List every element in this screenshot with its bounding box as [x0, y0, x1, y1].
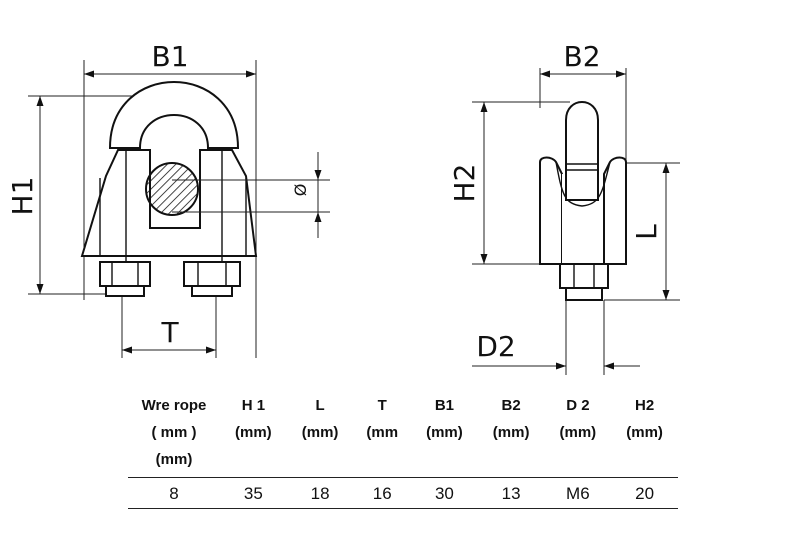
side-u-bolt [565, 101, 599, 201]
col-b1: B1 (mm) [411, 392, 478, 478]
col-l: L (mm) [286, 392, 354, 478]
right-bolt-end [191, 285, 233, 297]
h1-label: H1 [6, 177, 39, 216]
side-bolt-end [565, 287, 603, 301]
header-line: (mm [366, 424, 399, 441]
cell-b1: 30 [411, 477, 478, 509]
header-line: (mm) [301, 424, 339, 441]
cell-d2: M6 [544, 477, 612, 509]
u-bolt [108, 81, 240, 149]
header-line: B2 [501, 397, 521, 414]
b2-label: B2 [563, 40, 600, 73]
spec-table-header-row: Wre rope ( mm ) (mm) H 1 (mm) L (mm) T (… [128, 392, 678, 478]
cell-wire-rope: 8 [128, 477, 220, 509]
side-saddle-right [603, 156, 627, 265]
col-d2: D 2 (mm) [544, 392, 612, 478]
header-line: (mm) [235, 424, 272, 441]
header-line: T [377, 397, 387, 414]
header-line: (mm) [492, 424, 530, 441]
col-t: T (mm [353, 392, 412, 478]
wire-rope-clip-drawing: B1 H1 T Ø [6, 40, 680, 375]
col-h2: H2 (mm) [611, 392, 678, 478]
cell-h2: 20 [611, 477, 678, 509]
header-line: Wre rope [141, 397, 207, 414]
col-wire-rope: Wre rope ( mm ) (mm) [128, 392, 220, 478]
side-view: B2 H2 L D2 [448, 40, 680, 375]
header-line: H2 [635, 397, 655, 414]
left-bolt-end [105, 285, 145, 297]
spec-table: Wre rope ( mm ) (mm) H 1 (mm) L (mm) T (… [128, 392, 678, 509]
header-line: ( mm ) [151, 424, 197, 441]
l-label: L [630, 224, 663, 240]
cell-t: 16 [353, 477, 412, 509]
header-line: (mm) [559, 424, 597, 441]
header-line: H 1 [241, 397, 266, 414]
t-label: T [160, 316, 179, 349]
header-line: (mm) [426, 424, 463, 441]
front-view: B1 H1 T Ø [6, 40, 330, 358]
col-h1: H 1 (mm) [220, 392, 287, 478]
header-line: D 2 [566, 397, 590, 414]
cell-h1: 35 [220, 477, 287, 509]
h2-label: H2 [448, 164, 481, 203]
side-saddle-body [539, 156, 563, 265]
header-line: B1 [434, 397, 455, 414]
diameter-label: Ø [291, 184, 310, 197]
header-line: (mm) [155, 451, 193, 468]
header-line: L [315, 397, 325, 414]
left-nut [99, 261, 151, 287]
b1-label: B1 [151, 40, 188, 73]
wire-rope-section [145, 162, 199, 216]
d2-label: D2 [476, 330, 515, 363]
cell-l: 18 [286, 477, 354, 509]
table-row: 8 35 18 16 30 13 M6 20 [128, 477, 678, 509]
col-b2: B2 (mm) [477, 392, 545, 478]
right-nut [183, 261, 241, 287]
side-nut [559, 263, 609, 289]
cell-b2: 13 [477, 477, 545, 509]
header-line: (mm) [626, 424, 663, 441]
